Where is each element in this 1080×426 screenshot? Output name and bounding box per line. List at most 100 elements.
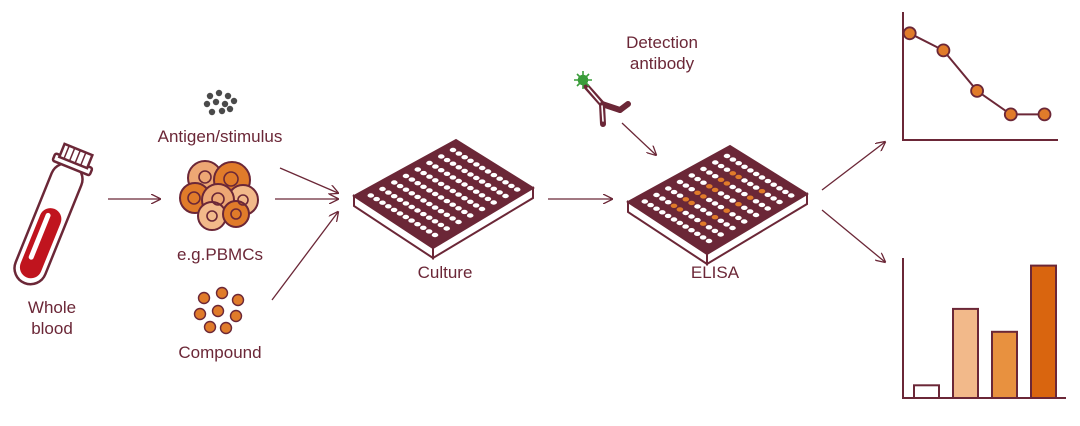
plate-well bbox=[437, 168, 445, 173]
plate-well bbox=[414, 222, 421, 227]
plate-well bbox=[414, 194, 421, 200]
plate-well bbox=[729, 157, 737, 162]
plate-well bbox=[390, 207, 398, 213]
plate-well bbox=[711, 228, 719, 234]
bar bbox=[952, 307, 979, 399]
plate-well bbox=[758, 189, 766, 194]
plate-well bbox=[682, 210, 689, 216]
plate-well bbox=[438, 154, 445, 159]
plate-well bbox=[402, 173, 410, 179]
plate-well bbox=[758, 202, 766, 208]
plate-well bbox=[711, 201, 719, 206]
plate-well bbox=[426, 174, 433, 179]
plate-well bbox=[729, 184, 736, 190]
arrow-antibody-to-elisa bbox=[621, 122, 656, 155]
plate-well bbox=[752, 212, 760, 218]
plate-well bbox=[484, 169, 492, 174]
plate-well bbox=[478, 193, 486, 198]
plate-well bbox=[717, 177, 725, 182]
plate-well bbox=[723, 222, 730, 227]
plate-well bbox=[752, 171, 760, 177]
plate-well bbox=[461, 182, 468, 187]
plate-well bbox=[723, 208, 730, 213]
plate-well bbox=[770, 196, 777, 201]
plate-well bbox=[787, 193, 795, 198]
plate-well bbox=[431, 219, 439, 224]
plate-well bbox=[385, 204, 392, 209]
plate-well bbox=[478, 165, 486, 171]
flow-arrows bbox=[108, 122, 885, 301]
plate-well bbox=[723, 153, 731, 159]
plate-well bbox=[735, 215, 742, 221]
line-point bbox=[902, 26, 917, 41]
plate-well bbox=[676, 220, 684, 226]
plate-well bbox=[455, 151, 463, 156]
plate-well bbox=[408, 177, 416, 182]
plate-well bbox=[385, 190, 392, 195]
whole-blood-label-line1: Whole bbox=[27, 298, 77, 317]
plate-well bbox=[490, 172, 498, 178]
plate-well bbox=[723, 194, 731, 200]
plate-well bbox=[729, 225, 736, 231]
plate-well bbox=[729, 198, 736, 203]
plate-well bbox=[723, 181, 731, 186]
plate-well bbox=[682, 224, 689, 229]
plate-well bbox=[764, 178, 772, 184]
enzyme-star-icon bbox=[574, 71, 592, 89]
plate-well bbox=[746, 209, 754, 214]
plate-well bbox=[396, 183, 404, 189]
plate-well bbox=[699, 221, 707, 226]
plate-well bbox=[472, 189, 480, 194]
compound-label: Compound bbox=[178, 343, 262, 362]
whole-blood-label-line2: blood bbox=[31, 319, 73, 338]
plate-well bbox=[706, 170, 713, 175]
plate-well bbox=[747, 181, 754, 187]
plate-well bbox=[478, 179, 486, 184]
culture-plate-icon bbox=[352, 138, 535, 260]
plate-well bbox=[659, 196, 666, 201]
plate-well bbox=[431, 191, 439, 197]
plate-well bbox=[694, 217, 701, 223]
antibody-icon bbox=[574, 71, 631, 127]
plate-well bbox=[484, 196, 492, 202]
plate-well bbox=[443, 198, 451, 204]
plate-well bbox=[717, 191, 725, 196]
plate-well bbox=[782, 189, 789, 195]
plate-well bbox=[502, 180, 509, 185]
plate-well bbox=[473, 175, 480, 181]
plate-well bbox=[735, 161, 742, 166]
plate-well bbox=[396, 211, 404, 216]
whole-blood-label: Whole blood bbox=[14, 297, 90, 339]
elisa-label: ELISA bbox=[690, 263, 740, 282]
plate-well bbox=[513, 187, 521, 192]
plate-well bbox=[670, 217, 678, 222]
plate-well bbox=[437, 195, 445, 200]
plate-well bbox=[694, 231, 701, 236]
plate-well bbox=[373, 196, 380, 202]
plate-well bbox=[688, 173, 696, 178]
plate-well bbox=[700, 166, 707, 172]
plate-well bbox=[461, 168, 468, 174]
plate-well bbox=[764, 192, 772, 197]
plate-well bbox=[461, 196, 468, 201]
line-point bbox=[936, 43, 951, 58]
plate-well bbox=[752, 185, 760, 190]
plate-well bbox=[396, 197, 404, 202]
plate-well bbox=[472, 203, 480, 208]
plate-well bbox=[764, 206, 771, 211]
cells-icon bbox=[179, 160, 259, 231]
plate-well bbox=[461, 209, 468, 215]
plate-well bbox=[367, 193, 375, 198]
plate-well bbox=[676, 207, 684, 212]
plate-well bbox=[449, 161, 457, 166]
plate-well bbox=[414, 208, 421, 213]
plate-well bbox=[741, 164, 748, 169]
plate-well bbox=[420, 211, 427, 217]
plate-well bbox=[659, 210, 666, 215]
culture-label: Culture bbox=[417, 263, 473, 282]
plate-well bbox=[729, 212, 736, 217]
arrow-antigen-to-culture bbox=[279, 167, 338, 193]
plate-well bbox=[467, 199, 474, 204]
plate-well bbox=[484, 183, 492, 188]
plate-well bbox=[432, 178, 439, 183]
